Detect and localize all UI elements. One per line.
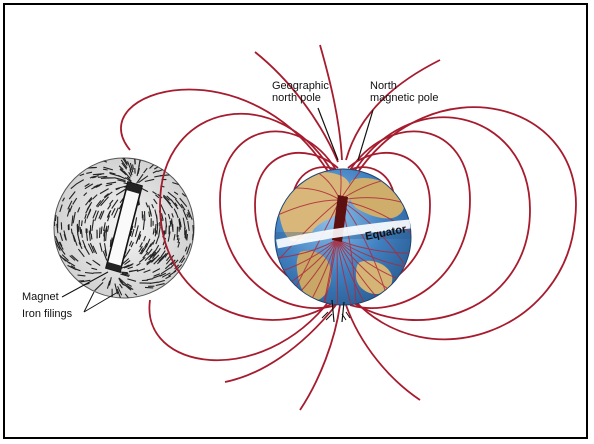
iron-filing (80, 227, 81, 234)
iron-filing (171, 220, 172, 224)
iron-filing (106, 228, 107, 233)
iron-filing (129, 271, 133, 272)
iron-filing (79, 220, 80, 230)
iron-filing (193, 225, 194, 234)
field-line (149, 300, 330, 360)
iron-filing (164, 231, 165, 236)
field-line (346, 60, 440, 160)
iron-filing (91, 234, 92, 240)
earth-globe: Equator (269, 157, 420, 315)
iron-filing (104, 230, 105, 242)
geographic-north-pole-label-line1: Geographic (272, 80, 329, 92)
iron-filing (145, 287, 153, 288)
geographic-north-pole-label-line2: north pole (272, 92, 321, 104)
iron-filing (193, 234, 194, 241)
iron-filings-sphere (54, 156, 194, 301)
north-magnetic-pole-label-line1: North (370, 80, 397, 92)
iron-filing (187, 234, 188, 241)
magnet-label: Magnet (22, 291, 59, 303)
iron-filing (100, 228, 101, 238)
iron-filing (186, 230, 187, 240)
north-magnetic-pole-label-line2: magnetic pole (370, 92, 439, 104)
iron-filings-label: Iron filings (22, 308, 73, 320)
iron-filing (122, 273, 128, 274)
iron-filing (55, 215, 56, 221)
iron-filing (82, 220, 83, 226)
